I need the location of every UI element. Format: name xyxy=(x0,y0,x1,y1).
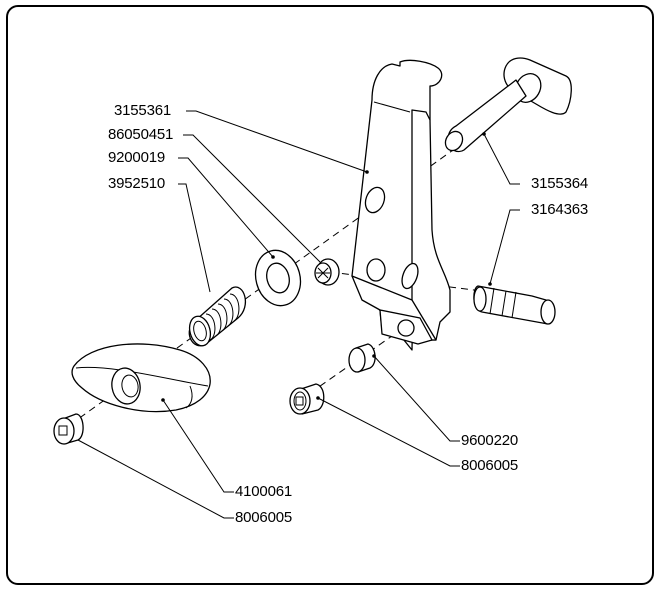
leader-9200019 xyxy=(178,157,274,258)
leader-8006005-left xyxy=(77,439,234,519)
leader-lines xyxy=(77,110,520,519)
part-label-4100061: 4100061 xyxy=(235,483,292,500)
part-label-9600220: 9600220 xyxy=(461,432,518,449)
leader-3155361 xyxy=(186,110,368,173)
leader-3164363 xyxy=(489,209,520,285)
spring-part xyxy=(188,286,247,347)
part-label-86050451: 86050451 xyxy=(108,126,174,143)
part-label-3952510: 3952510 xyxy=(108,175,165,192)
part-label-3155361: 3155361 xyxy=(114,102,171,119)
leader-3155364 xyxy=(483,133,520,185)
part-label-9200019: 9200019 xyxy=(108,149,165,166)
torx-screw-part xyxy=(314,258,340,286)
leader-8006005-right xyxy=(317,397,460,467)
grooved-bushing-part xyxy=(473,282,556,325)
part-label-3164363: 3164363 xyxy=(531,201,588,218)
set-screw-right-part xyxy=(289,383,325,415)
lever-arm-part xyxy=(351,59,451,351)
part-label-3155364: 3155364 xyxy=(531,175,588,192)
set-screw-left-part xyxy=(53,413,84,445)
leader-4100061 xyxy=(162,399,234,493)
part-label-8006005-left: 8006005 xyxy=(235,509,292,526)
part-label-8006005-right: 8006005 xyxy=(461,457,518,474)
leader-86050451 xyxy=(183,134,321,263)
small-cylinder-part xyxy=(348,343,376,373)
drawing-frame xyxy=(6,5,654,585)
t-bolt-pin-part xyxy=(444,57,572,153)
knob-part xyxy=(71,343,211,413)
leader-3952510 xyxy=(178,183,211,293)
washer-part xyxy=(254,249,302,307)
leader-9600220 xyxy=(373,355,460,442)
